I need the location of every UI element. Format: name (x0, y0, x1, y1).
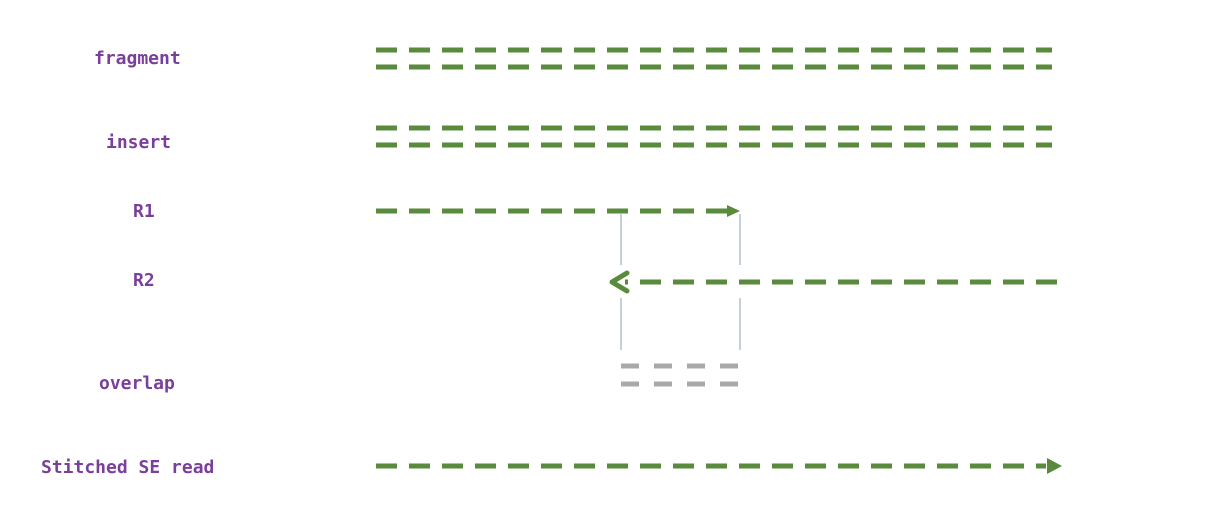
r1-label: R1 (133, 201, 155, 222)
fragment-label: fragment (94, 48, 181, 69)
r2-arrowhead-icon (609, 270, 630, 294)
r1-arrowhead-icon (727, 205, 740, 217)
insert-label: insert (106, 132, 172, 153)
stitched-arrowhead-icon (1047, 458, 1062, 474)
stitched-se-read-label: Stitched SE read (41, 457, 215, 478)
overlap-label: overlap (99, 373, 175, 394)
r2-label: R2 (133, 270, 155, 291)
